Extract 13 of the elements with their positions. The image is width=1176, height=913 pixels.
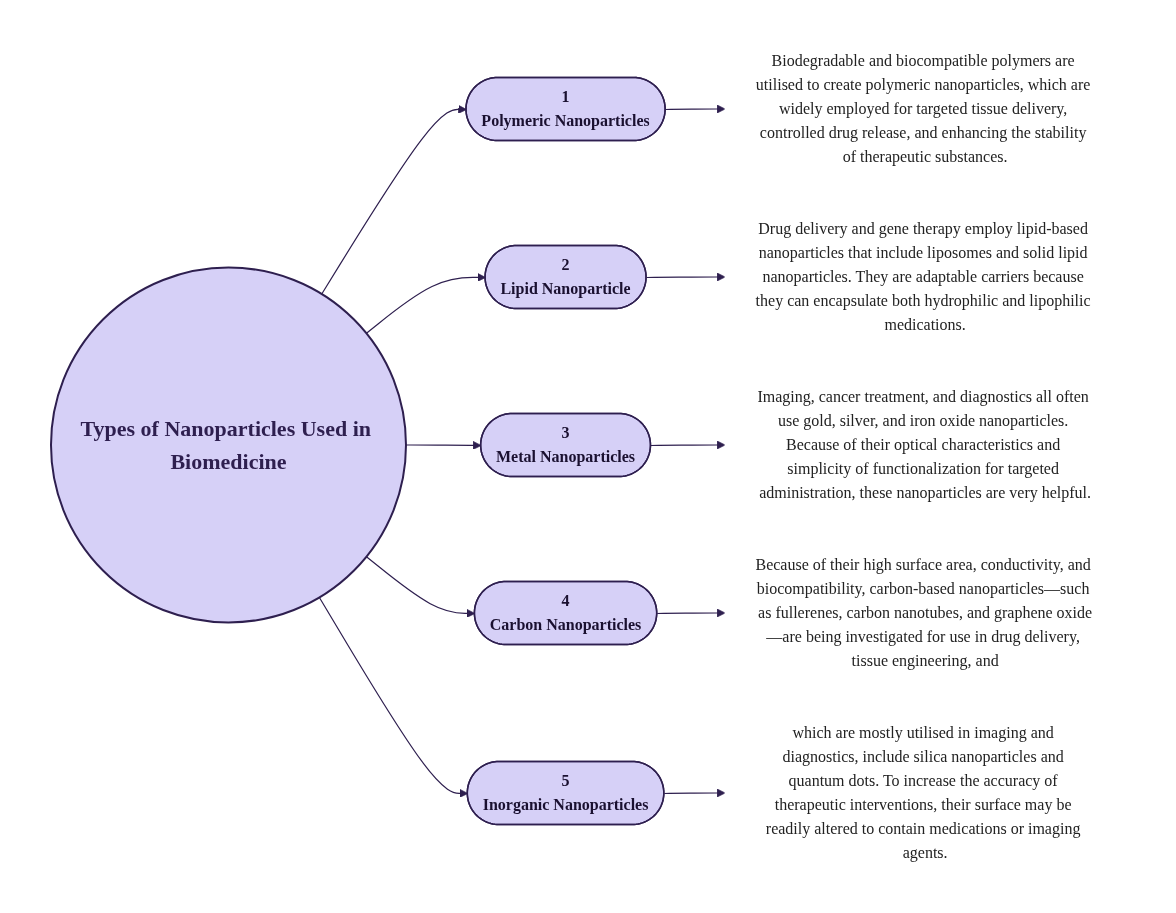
arrow [650,440,726,449]
arrow [645,272,726,281]
arrow [321,104,467,295]
arrow [663,788,726,797]
arrow [656,608,726,617]
node-circle: Types of Nanoparticles Used in Biomedicine [49,266,407,623]
node-text: Imaging, cancer treatment, and diagnostics all often use gold, silver, and iron oxide nanoparticles. Because of their optical characteristics and simplicity of functionalization for targeted administration, these nanoparticles are very helpful. [757,387,1091,501]
node-text: Drug delivery and gene therapy employ lipid-based nanoparticles that include liposomes and solid lipid nanoparticles. They are adaptable carriers because they can encapsulate both hydrophilic and lipophilic medications. [755,219,1091,333]
node-text: Biodegradable and biocompatible polymers are utilised to create polymeric nanoparticles, which are widely employed for targeted tissue delivery, controlled drug release, and enhancing the stability of therapeutic substances. [755,51,1091,165]
node-text: which are mostly utilised in imaging and diagnostics, include silica nanoparticles and quantum dots. To increase the accuracy of therapeutic interventions, their surface may be readily altered to contain medications or imaging agents. [765,723,1081,861]
arrow [664,104,726,113]
arrow [365,272,486,334]
node-text: Because of their high surface area, conductivity, and biocompatibility, carbon-based nanoparticles—such as fullerenes, carbon nanotubes, and graphene oxide—are being investigated for use in drug delivery, tissue engineering, and [755,555,1093,669]
